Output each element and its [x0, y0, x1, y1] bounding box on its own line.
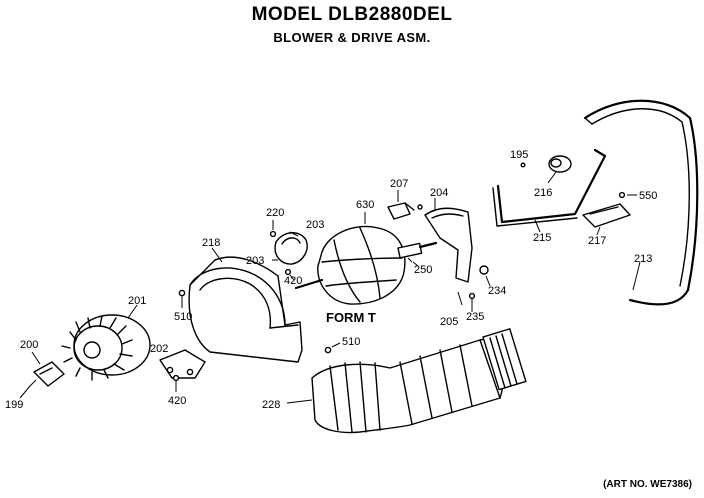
part-420-screw [172, 374, 180, 382]
part-205-motor-bracket [424, 198, 491, 312]
label-510-b: 510 [342, 336, 360, 348]
part-200-wheel-clip [19, 351, 65, 399]
label-510-a: 510 [174, 311, 192, 323]
part-207-motor-switch [387, 190, 423, 220]
part-215-idler-arm [492, 148, 607, 233]
part-203-motor-clip [269, 220, 308, 281]
label-216: 216 [534, 187, 552, 199]
label-199: 199 [5, 399, 23, 411]
part-195-washer [520, 162, 526, 168]
assembly-title: BLOWER & DRIVE ASM. [273, 30, 431, 45]
label-203-b: 203 [246, 255, 264, 267]
art-number: (ART NO. WE7386) [603, 479, 692, 490]
label-215: 215 [533, 232, 551, 244]
part-510-screw [178, 289, 186, 297]
label-420-b: 420 [168, 395, 186, 407]
form-label: FORM T [326, 310, 376, 325]
label-200: 200 [20, 339, 38, 351]
model-title: MODEL DLB2880DEL [251, 4, 453, 25]
part-202-housing-cover [159, 349, 206, 392]
part-630-drive-motor [294, 212, 438, 305]
part-510-screw [324, 346, 332, 354]
label-630: 630 [356, 199, 374, 211]
label-250: 250 [414, 264, 432, 276]
label-202: 202 [150, 343, 168, 355]
label-195: 195 [510, 149, 528, 161]
part-228-exhaust-duct [286, 328, 527, 434]
label-204: 204 [430, 187, 448, 199]
label-550: 550 [639, 190, 657, 202]
label-203-a: 203 [306, 219, 324, 231]
label-201: 201 [128, 295, 146, 307]
part-217-slide [582, 203, 631, 236]
part-216-idler-pulley [520, 155, 572, 184]
label-207: 207 [390, 178, 408, 190]
label-228: 228 [262, 399, 280, 411]
label-420-a: 420 [284, 275, 302, 287]
part-220-screw [269, 230, 277, 238]
label-217: 217 [588, 235, 606, 247]
label-205: 205 [440, 316, 458, 328]
label-213: 213 [634, 253, 652, 265]
part-218-blower-housing [188, 247, 303, 363]
part-201-blower-wheel [61, 304, 151, 381]
part-213-drum-ring [583, 99, 699, 306]
label-234: 234 [488, 285, 506, 297]
label-220: 220 [266, 207, 284, 219]
label-218: 218 [202, 237, 220, 249]
label-235: 235 [466, 311, 484, 323]
